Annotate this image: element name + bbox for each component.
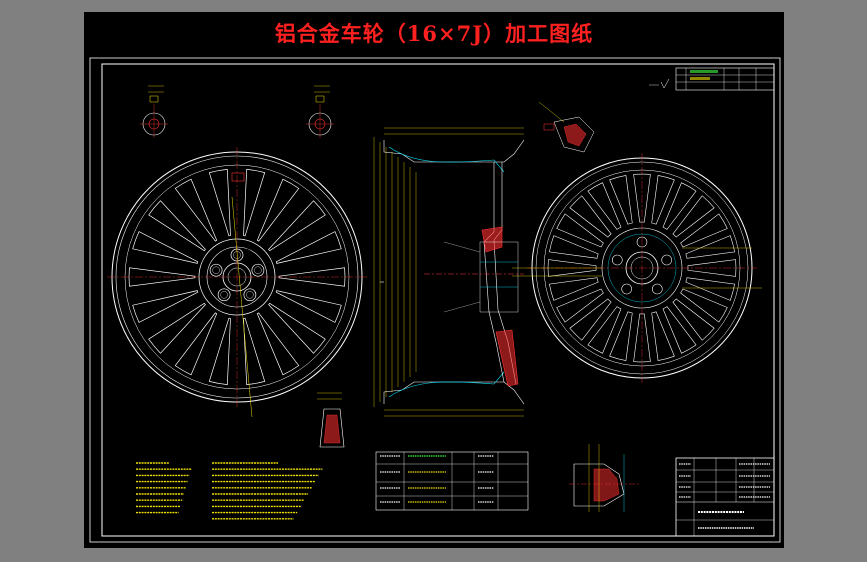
back-spoke-window	[633, 173, 651, 223]
revision-table	[675, 67, 775, 91]
back-bolt-hole	[611, 254, 623, 266]
front-view-wheel	[107, 147, 367, 418]
back-spoke-window	[651, 175, 675, 225]
spoke-section-detail	[317, 392, 345, 448]
parameter-table	[375, 451, 529, 511]
front-spoke-window	[275, 231, 342, 264]
section-view	[373, 127, 525, 417]
front-bolt-hole-inner	[246, 291, 254, 299]
front-bolt-hole-inner	[220, 291, 228, 299]
back-spoke-window	[633, 313, 651, 363]
front-spoke-window	[275, 290, 342, 323]
back-spoke-window	[662, 306, 697, 354]
back-spoke-window	[687, 259, 737, 277]
drawing-title: 铝合金车轮（16×7J）加工图纸	[274, 21, 594, 46]
back-spoke-window	[549, 277, 599, 301]
front-spoke-window	[148, 200, 206, 252]
back-spoke-window	[672, 298, 715, 341]
back-spoke-window	[662, 182, 697, 230]
back-spoke-window	[556, 213, 604, 248]
front-spoke-window	[128, 267, 196, 287]
front-bolt-hole-inner	[254, 266, 262, 274]
back-spoke-window	[680, 213, 728, 248]
flange-detail	[538, 101, 595, 153]
cad-drawing	[89, 57, 781, 543]
back-spoke-window	[672, 195, 715, 238]
front-spoke-window	[243, 169, 266, 237]
drawing-sheet: 铝合金车轮（16×7J）加工图纸	[84, 12, 784, 548]
front-spoke-window	[148, 302, 206, 354]
front-bolt-hole	[251, 263, 265, 277]
hub-detail	[569, 444, 639, 512]
front-bolt-hole	[209, 263, 223, 277]
front-spoke-window	[174, 312, 218, 376]
back-spoke-window	[569, 195, 612, 238]
technical-notes	[136, 462, 323, 520]
outer-frame	[89, 57, 781, 543]
front-spoke-window	[132, 231, 199, 264]
front-spoke-window	[174, 178, 218, 242]
back-spoke-window	[569, 298, 612, 341]
roughness-mark	[649, 78, 670, 89]
back-spoke-window	[680, 288, 728, 323]
inner-frame	[101, 63, 775, 537]
back-bolt-hole	[621, 283, 633, 295]
title-block	[675, 457, 775, 537]
back-spoke-window	[685, 277, 735, 301]
back-spoke-window	[609, 311, 633, 361]
back-spoke-window	[547, 259, 597, 277]
back-spoke-window	[609, 175, 633, 225]
back-spoke-window	[556, 288, 604, 323]
front-spoke-window	[208, 169, 231, 237]
front-spoke-window	[278, 267, 346, 287]
front-bolt-hole-inner	[212, 266, 220, 274]
back-spoke-window	[587, 182, 622, 230]
detail-view-2	[306, 85, 334, 138]
front-spoke-window	[268, 302, 326, 354]
front-spoke-window	[243, 317, 266, 385]
back-spoke-window	[685, 235, 735, 259]
back-spoke-window	[587, 306, 622, 354]
back-view-wheel	[512, 153, 762, 383]
front-spoke-window	[256, 178, 300, 242]
front-bolt-hole	[243, 288, 257, 302]
front-spoke-window	[256, 312, 300, 376]
back-spoke-window	[651, 311, 675, 361]
back-bolt-hole	[652, 283, 663, 295]
back-bolt-hole	[661, 254, 673, 266]
detail-view-1	[140, 85, 168, 138]
front-spoke-window	[132, 290, 199, 323]
front-spoke-window	[208, 317, 231, 385]
front-spoke-window	[268, 200, 326, 252]
back-spoke-window	[549, 235, 599, 259]
front-bolt-hole	[217, 288, 231, 302]
